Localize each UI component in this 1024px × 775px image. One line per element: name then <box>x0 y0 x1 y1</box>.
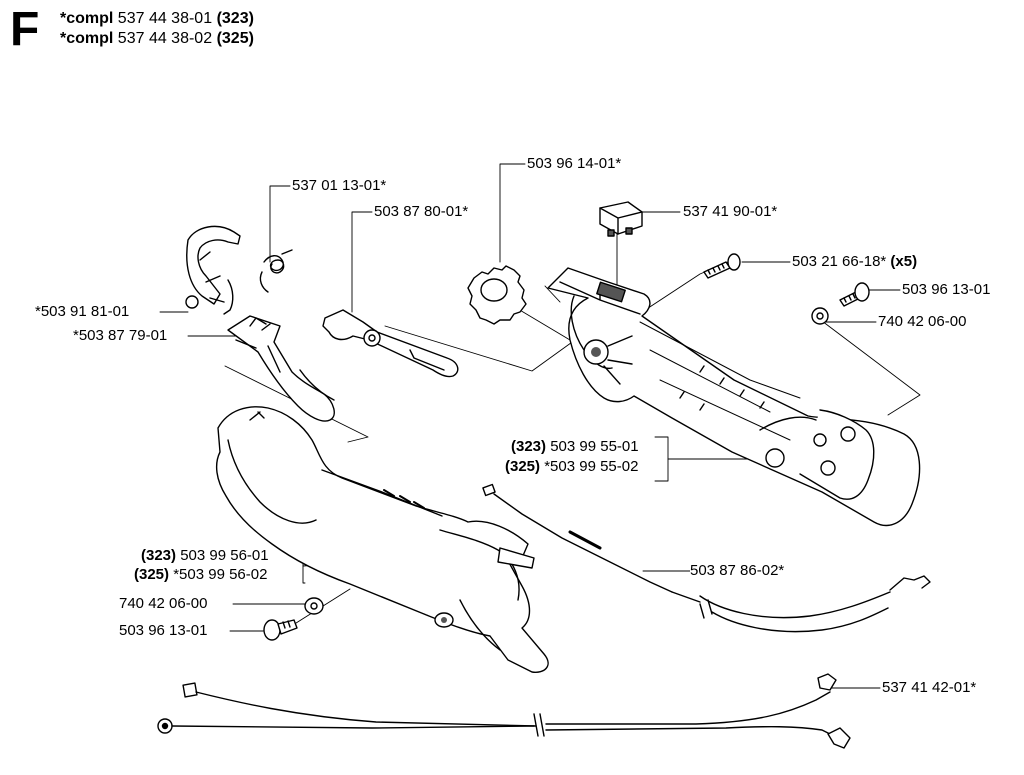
switch-part <box>599 201 643 237</box>
trigger-part <box>227 315 335 422</box>
kit-prefix: *compl <box>60 30 114 47</box>
label-left-handle-325: (325) *503 99 56-02 <box>134 566 268 584</box>
model: (325) <box>505 458 541 475</box>
right-handle-half <box>547 267 921 527</box>
part-number: 503 99 55-01 <box>550 438 639 455</box>
washer-right-part <box>811 307 829 325</box>
kit-model: (323) <box>216 10 254 27</box>
label-screw-left: 503 96 13-01 <box>119 622 208 640</box>
wire-part <box>157 673 851 749</box>
throttle-cable-part <box>482 483 931 633</box>
part-number: 503 21 66-18* <box>792 253 887 270</box>
kit-line-323: *compl 537 44 38-01 (323) <box>60 10 254 28</box>
label-wire: 537 41 42-01* <box>882 679 977 697</box>
label-spring: 537 01 13-01* <box>292 177 387 195</box>
label-left-handle-323: (323) 503 99 56-01 <box>141 547 269 565</box>
screw-x5-part <box>703 253 741 279</box>
kit-prefix: *compl <box>60 10 114 27</box>
part-number: 503 99 56-01 <box>180 547 269 564</box>
label-right-handle-323: (323) 503 99 55-01 <box>511 438 639 456</box>
label-throttle-cable: 503 87 86-02* <box>690 562 785 580</box>
label-trigger: *503 87 79-01 <box>73 327 168 345</box>
kit-number: 537 44 38-01 <box>117 10 213 27</box>
label-washer-right: 740 42 06-00 <box>878 313 967 331</box>
model: (325) <box>134 566 170 583</box>
part-number: *503 99 56-02 <box>173 566 268 583</box>
lever-rod-part <box>322 309 459 378</box>
spring-part <box>259 249 293 293</box>
label-gear-ring: 503 96 14-01* <box>527 155 622 173</box>
kit-number: 537 44 38-02 <box>117 30 213 47</box>
part-number: *503 99 55-02 <box>544 458 639 475</box>
screw-left-part <box>263 619 298 641</box>
label-switch: 537 41 90-01* <box>683 203 778 221</box>
kit-line-325: *compl 537 44 38-02 (325) <box>60 30 254 48</box>
screw-right-part <box>839 282 870 307</box>
label-lever-rod: 503 87 80-01* <box>374 203 469 221</box>
gear-ring-part <box>467 265 527 325</box>
model: (323) <box>141 547 177 564</box>
washer-left-part <box>304 597 324 615</box>
label-right-handle-325: (325) *503 99 55-02 <box>505 458 639 476</box>
label-screw-x5: 503 21 66-18* (x5) <box>792 253 918 271</box>
label-screw-right: 503 96 13-01 <box>902 281 991 299</box>
left-handle-half <box>215 406 549 673</box>
quantity: (x5) <box>890 253 918 270</box>
model: (323) <box>511 438 547 455</box>
label-washer-left: 740 42 06-00 <box>119 595 208 613</box>
clip-part <box>185 225 241 315</box>
section-letter: F <box>10 3 40 56</box>
kit-model: (325) <box>216 30 254 47</box>
label-clip: *503 91 81-01 <box>35 303 130 321</box>
